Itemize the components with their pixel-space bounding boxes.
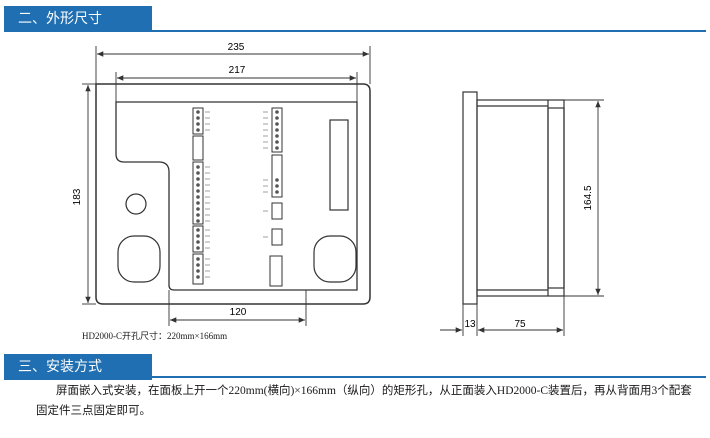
section-install-rule (4, 376, 706, 378)
dim-overall-width (95, 46, 371, 84)
pin-label-marks-right (263, 111, 268, 238)
section-install-title: 三、安装方式 (18, 359, 102, 375)
section-dimensions-banner: 二、外形尺寸 (4, 6, 152, 32)
dim-bottom-width-label: 120 (230, 307, 247, 318)
dim-inner-width-label: 217 (229, 65, 246, 76)
dim-height (82, 83, 96, 305)
dim-overall-width-label: 235 (228, 42, 245, 53)
dim-side-depth (440, 296, 565, 336)
display-window (329, 119, 349, 211)
terminal-column-left (192, 107, 204, 285)
left-pad (117, 235, 161, 283)
dim-side-left-label: 13 (464, 319, 476, 330)
section-install-banner: 三、安装方式 (4, 354, 152, 380)
front-inner-plate (115, 101, 358, 291)
terminal-screws-right (275, 110, 279, 194)
dim-bottom-width (168, 290, 307, 326)
pin-label-marks-left (205, 111, 210, 278)
section-dimensions-rule (4, 30, 706, 32)
dim-inner-width (115, 72, 358, 102)
right-pad (313, 235, 357, 283)
install-paragraph: 屏面嵌入式安装，在面板上开一个220mm(横向)×166mm（纵向）的矩形孔，从… (36, 381, 696, 421)
cutout-size-note: HD2000-C开孔尺寸：220mm×166mm (82, 331, 228, 341)
terminal-column-right (269, 107, 283, 287)
front-panel-outline (95, 83, 371, 305)
install-line-2: 背面用3个配套固定件三点固定即可。 (36, 385, 692, 417)
mounting-hole (125, 193, 147, 215)
dim-side-height (564, 99, 604, 297)
side-view (462, 91, 565, 305)
terminal-screws-left (196, 110, 200, 279)
dim-side-height-label: 164.5 (583, 185, 594, 210)
dim-height-label: 183 (72, 188, 83, 205)
dim-side-depth-label: 75 (514, 319, 526, 330)
section-dimensions-title: 二、外形尺寸 (18, 11, 102, 27)
install-line-1: 屏面嵌入式安装，在面板上开一个220mm(横向)×166mm（纵向）的矩形孔，从… (56, 385, 618, 397)
